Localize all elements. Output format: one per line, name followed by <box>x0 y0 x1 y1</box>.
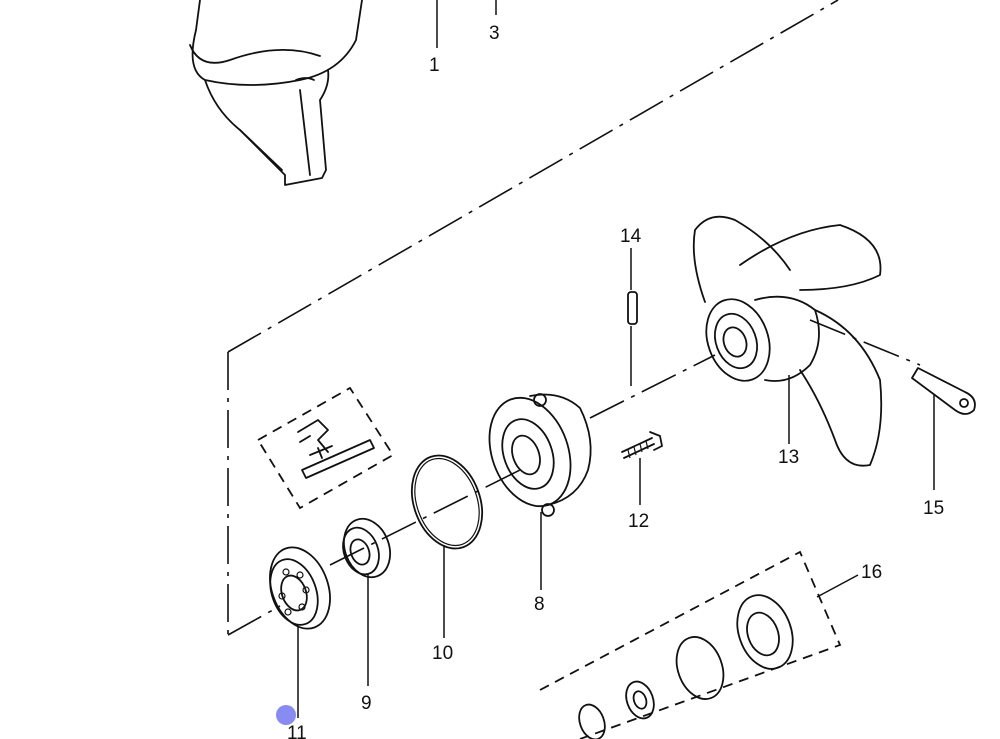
callout-14: 14 <box>620 226 642 247</box>
pointer-marker <box>276 705 296 725</box>
callout-11: 11 <box>287 723 307 739</box>
bearing-housing-8 <box>488 393 592 517</box>
callout-10: 10 <box>432 643 453 664</box>
shaft-axis-line <box>227 319 921 636</box>
assembly-centerline <box>227 0 839 353</box>
cotter-pin-15 <box>911 367 976 415</box>
bolt-12 <box>621 431 663 459</box>
callout-13: 13 <box>778 447 799 468</box>
callout-9: 9 <box>361 693 372 714</box>
o-ring-10 <box>411 454 483 550</box>
bearing-9 <box>342 517 391 579</box>
clip-kit-box <box>256 386 395 510</box>
gearcase-housing <box>189 0 363 186</box>
leader-lines <box>297 0 935 718</box>
bearing-11 <box>269 546 331 630</box>
callout-1: 1 <box>429 55 440 76</box>
callout-3: 3 <box>489 23 500 44</box>
propeller-13 <box>692 215 883 467</box>
callout-8: 8 <box>534 594 545 615</box>
callout-16: 16 <box>861 562 882 583</box>
kit-box-16 <box>539 550 842 739</box>
pin-14 <box>627 291 638 325</box>
callout-15: 15 <box>923 498 944 519</box>
callout-12: 12 <box>628 511 649 532</box>
